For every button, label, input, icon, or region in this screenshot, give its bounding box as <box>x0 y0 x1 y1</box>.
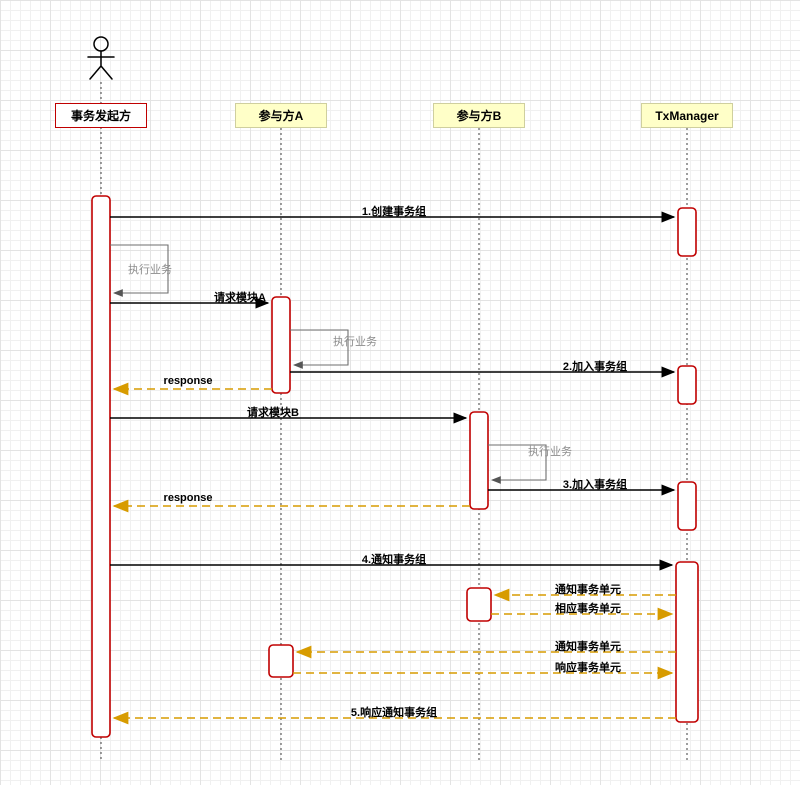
message-label-response-b: response <box>163 492 213 504</box>
lifeline-header-participant-a: 参与方A <box>235 103 327 128</box>
actor-icon <box>87 36 115 80</box>
message-label-request-module-a: 请求模块A <box>214 292 266 304</box>
message-label-self-exec-initiator: 执行业务 <box>128 264 172 276</box>
message-label-self-exec-a: 执行业务 <box>333 336 377 348</box>
message-label-create-tx-group: 1.创建事务组 <box>361 206 427 218</box>
activation-txmanager-2 <box>677 365 697 405</box>
activation-txmanager-1 <box>677 207 697 257</box>
message-label-respond-unit-b: 相应事务单元 <box>555 603 621 615</box>
activation-initiator-main <box>91 195 111 738</box>
message-label-response-a: response <box>163 375 213 387</box>
self-message-initiator <box>110 244 169 297</box>
message-label-join-tx-group-3: 3.加入事务组 <box>562 479 628 491</box>
message-label-notify-unit-a: 通知事务单元 <box>555 641 621 653</box>
activation-participant-b-unit <box>466 587 492 622</box>
lifeline-header-participant-b: 参与方B <box>433 103 525 128</box>
activation-participant-b <box>469 411 489 510</box>
message-label-respond-notify-group: 5.响应通知事务组 <box>350 707 438 719</box>
message-label-join-tx-group-2: 2.加入事务组 <box>562 361 628 373</box>
message-label-notify-unit-b: 通知事务单元 <box>555 584 621 596</box>
activation-participant-a <box>271 296 291 394</box>
message-label-request-module-b: 请求模块B <box>247 407 299 419</box>
message-label-self-exec-b: 执行业务 <box>528 446 572 458</box>
message-label-notify-tx-group: 4.通知事务组 <box>361 554 427 566</box>
self-message-participant-a <box>290 329 349 369</box>
self-message-participant-b <box>488 444 547 484</box>
activation-txmanager-3 <box>677 481 697 531</box>
lifeline-header-initiator: 事务发起方 <box>55 103 147 128</box>
activation-txmanager-main <box>675 561 699 723</box>
lifeline-header-txmanager: TxManager <box>641 103 733 128</box>
activation-participant-a-unit <box>268 644 294 678</box>
message-label-respond-unit-a: 响应事务单元 <box>555 662 621 674</box>
